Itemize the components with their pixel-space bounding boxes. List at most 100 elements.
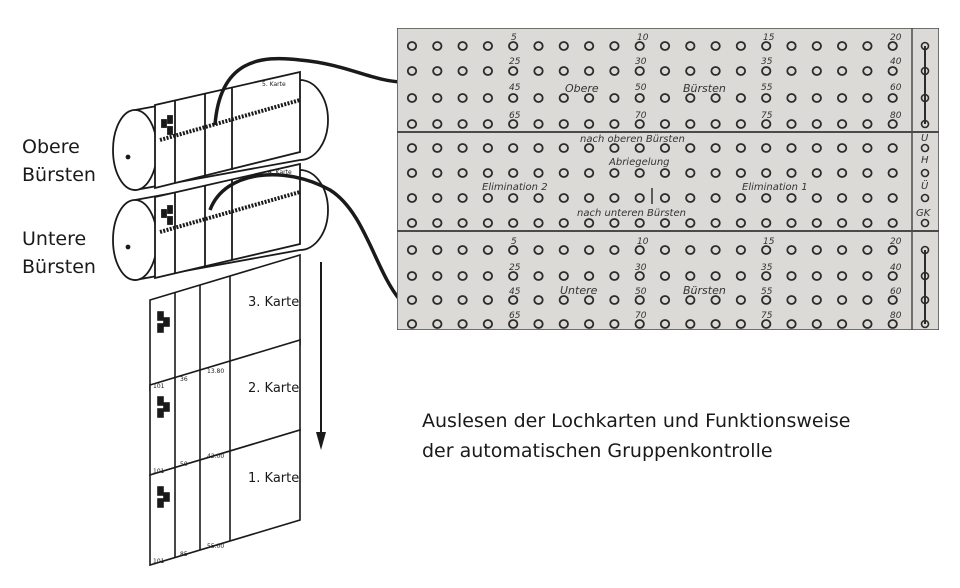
- plug-hole: [811, 143, 822, 153]
- upper-brushes-line2: Bürsten: [22, 164, 96, 186]
- top-num-15: 15: [763, 33, 775, 43]
- plug-hole: [811, 93, 822, 103]
- plug-hole: [584, 168, 595, 178]
- plug-hole: [761, 168, 772, 178]
- bottom-num-25: 25: [509, 263, 521, 273]
- plug-hole: [558, 66, 569, 76]
- plug-hole: [862, 66, 873, 76]
- plug-hole: [432, 271, 443, 281]
- top-num-55: 55: [761, 83, 773, 93]
- bottom-num-20: 20: [890, 237, 902, 247]
- plug-hole: [432, 218, 443, 228]
- plug-hole: [406, 245, 418, 255]
- plug-hole: [862, 93, 873, 103]
- plug-hole: [558, 295, 569, 305]
- plug-hole: [887, 143, 898, 153]
- plug-hole: [482, 41, 494, 51]
- plug-hole: [533, 93, 544, 103]
- plug-hole: [887, 168, 898, 178]
- plug-hole: [457, 41, 468, 51]
- plug-hole: [811, 295, 822, 305]
- plug-hole: [887, 319, 898, 329]
- upper-cable: [213, 56, 401, 126]
- plug-hole: [735, 319, 746, 329]
- plug-hole: [836, 143, 848, 153]
- card-1-label: 1. Karte: [248, 471, 299, 486]
- side-hub: [920, 93, 930, 103]
- plug-hole: [735, 66, 746, 76]
- card-2-field-1: 101: [153, 468, 165, 475]
- plug-hole: [659, 271, 671, 281]
- plug-hole: [584, 41, 595, 51]
- plug-hole: [584, 93, 595, 103]
- card-2-field-2: 50: [180, 461, 188, 468]
- plug-hole: [533, 218, 544, 228]
- plug-hole: [406, 66, 418, 76]
- plug-hole: [634, 41, 645, 51]
- upper-brushes-line1: Obere: [22, 136, 80, 158]
- caption: Auslesen der Lochkarten und Funktionswei…: [422, 406, 850, 466]
- plug-hole: [406, 119, 418, 129]
- plug-hole: [761, 93, 772, 103]
- plug-hole: [685, 193, 696, 203]
- plug-hole: [710, 93, 721, 103]
- plug-hole: [432, 41, 443, 51]
- caption-line1: Auslesen der Lochkarten und Funktionswei…: [422, 410, 851, 432]
- plug-hole: [533, 119, 544, 129]
- top-num-50: 50: [635, 83, 647, 93]
- plug-hole: [482, 119, 494, 129]
- plug-hole: [811, 271, 822, 281]
- plug-hole: [862, 245, 873, 255]
- plug-hole: [457, 295, 468, 305]
- plug-hole: [735, 168, 746, 178]
- plug-hole: [584, 295, 595, 305]
- plug-hole: [811, 193, 822, 203]
- plug-hole: [482, 245, 494, 255]
- card-2-label: 2. Karte: [248, 381, 299, 396]
- plug-hole: [862, 295, 873, 305]
- plug-hole: [508, 93, 519, 103]
- plug-hole: [761, 41, 772, 51]
- plug-hole: [710, 66, 721, 76]
- plug-hole: [584, 319, 595, 329]
- plug-hole: [558, 119, 569, 129]
- plug-hole: [735, 218, 746, 228]
- plug-hole: [862, 168, 873, 178]
- plug-hole: [432, 193, 443, 203]
- text-elimination-1: Elimination 1: [742, 182, 808, 193]
- side-hub: [920, 295, 930, 305]
- card-2-field-3: 42.00: [207, 453, 224, 460]
- plug-hole: [761, 218, 772, 228]
- plug-hole: [659, 119, 671, 129]
- plug-hole: [482, 93, 494, 103]
- lower-cable: [208, 173, 402, 302]
- plug-hole: [584, 218, 595, 228]
- plug-hole: [659, 245, 671, 255]
- plug-hole: [735, 93, 746, 103]
- feed-direction-arrow: [316, 262, 326, 450]
- plug-hole: [482, 143, 494, 153]
- plug-hole: [710, 271, 721, 281]
- card-1-field-3: 55.00: [207, 543, 224, 550]
- plug-hole: [634, 143, 645, 153]
- plug-hole: [432, 93, 443, 103]
- plug-hole: [710, 168, 721, 178]
- plug-hole: [508, 295, 519, 305]
- plug-hole: [811, 218, 822, 228]
- plug-hole: [786, 271, 797, 281]
- side-letter-ue: Ü: [921, 179, 929, 192]
- bottom-num-15: 15: [763, 237, 775, 247]
- plug-hole: [406, 41, 418, 51]
- text-nach-oberen-buersten: nach oberen Bürsten: [580, 134, 685, 145]
- plug-hole: [659, 66, 671, 76]
- top-num-5: 5: [511, 33, 517, 43]
- plug-hole: [887, 245, 898, 255]
- text-nach-unteren-buersten: nach unteren Bürsten: [577, 208, 686, 219]
- plug-hole: [761, 143, 772, 153]
- plug-hole: [887, 295, 898, 305]
- plug-hole: [457, 319, 468, 329]
- plug-hole: [508, 119, 519, 129]
- plug-hole: [685, 319, 696, 329]
- plug-hole: [836, 218, 848, 228]
- plug-hole: [887, 271, 898, 281]
